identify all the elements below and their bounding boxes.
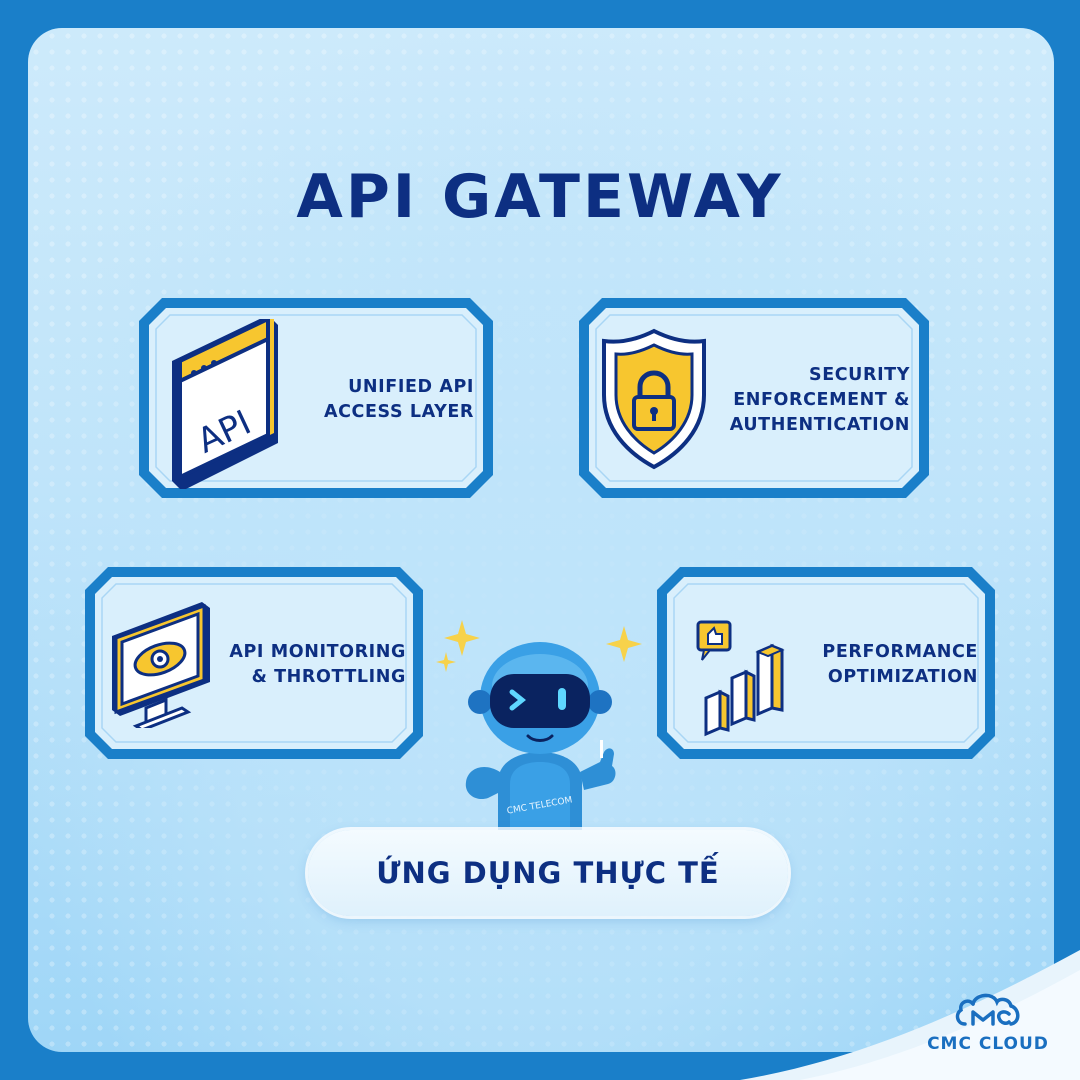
sparkle-icon <box>436 620 642 672</box>
pill-label: ỨNG DỤNG THỰC TẾ <box>376 856 720 890</box>
brand-logo: CMC CLOUD <box>918 990 1058 1054</box>
real-world-applications-badge: ỨNG DỤNG THỰC TẾ <box>308 830 788 916</box>
shield-lock-icon <box>602 328 706 470</box>
feature-card-security: SECURITY ENFORCEMENT & AUTHENTICATION <box>576 295 932 501</box>
background-panel <box>28 28 1054 1052</box>
brand-name: CMC CLOUD <box>927 1034 1049 1054</box>
feature-card-performance: PERFORMANCE OPTIMIZATION <box>654 564 998 762</box>
card-label-performance: PERFORMANCE OPTIMIZATION <box>822 642 978 687</box>
monitor-eye-icon <box>112 602 210 728</box>
growth-chart-icon <box>696 620 785 737</box>
card-label-unified-api: UNIFIED API ACCESS LAYER <box>323 377 474 422</box>
card-label-security: SECURITY ENFORCEMENT & AUTHENTICATION <box>729 365 910 435</box>
api-window-icon: API <box>172 319 278 489</box>
page-title: API GATEWAY <box>296 162 784 232</box>
corner-decoration <box>740 950 1080 1080</box>
feature-card-unified-api: API UNIFIED API ACCESS LAYER <box>136 295 496 501</box>
cloud-logo-icon <box>955 993 1020 1026</box>
card-label-monitoring: API MONITORING & THROTTLING <box>229 642 406 687</box>
robot-mascot: CMC TELECOM <box>436 620 642 832</box>
feature-card-monitoring: API MONITORING & THROTTLING <box>82 564 426 762</box>
